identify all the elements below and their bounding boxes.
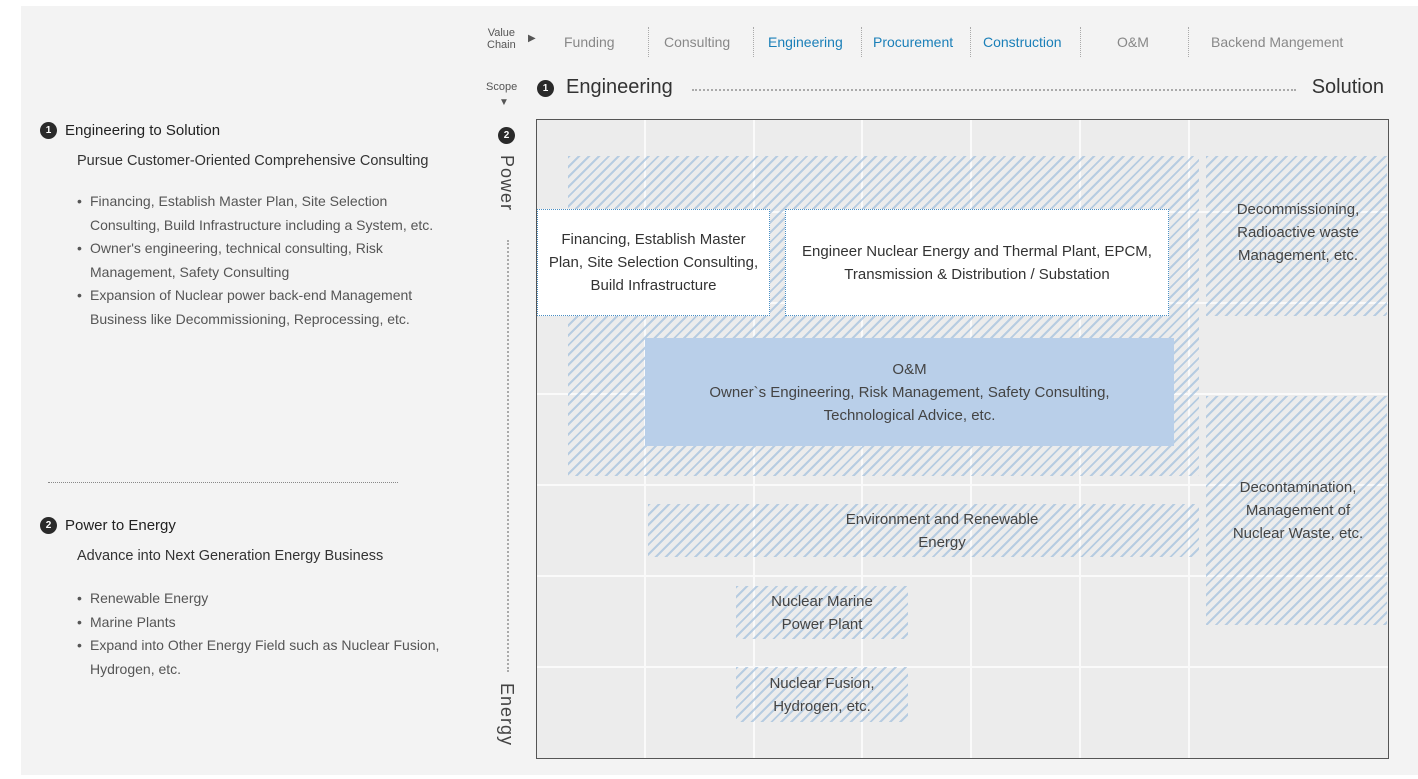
section1-title: Engineering to Solution	[65, 122, 221, 139]
value-chain-separator	[970, 27, 971, 57]
section2-header: 2 Power to Energy	[40, 517, 470, 534]
decommissioning-box: Decommissioning, Radioactive waste Manag…	[1213, 197, 1383, 267]
section2-title: Power to Energy	[65, 517, 176, 534]
section1-number-badge: 1	[40, 122, 57, 139]
value-chain-funding: Funding	[564, 34, 615, 50]
scope-number-badge: 1	[537, 80, 554, 97]
marine-box: Nuclear Marine Power Plant	[736, 587, 908, 639]
engineer-text: Engineer Nuclear Energy and Thermal Plan…	[802, 242, 1152, 283]
marine-text: Nuclear Marine Power Plant	[771, 593, 873, 633]
section-power-to-energy: 2 Power to Energy Advance into Next Gene…	[40, 517, 470, 681]
vertical-dotted-line	[507, 240, 509, 672]
fusion-text: Nuclear Fusion, Hydrogen, etc.	[769, 675, 875, 715]
down-triangle-icon: ▼	[499, 97, 509, 108]
hatched-region-decommissioning	[1206, 156, 1387, 316]
section-divider	[48, 482, 398, 483]
section2-number-badge: 2	[40, 517, 57, 534]
decontamination-box: Decontamination, Management of Nuclear W…	[1213, 455, 1383, 565]
section1-subtitle: Pursue Customer-Oriented Comprehensive C…	[77, 153, 429, 169]
hatched-region-marine	[736, 586, 908, 639]
value-chain-separator	[861, 27, 862, 57]
value-chain-om: O&M	[1117, 34, 1149, 50]
vertical-axis-number-badge: 2	[498, 127, 515, 144]
value-chain-label: Value Chain	[487, 27, 516, 51]
vertical-axis-end-label: Energy	[497, 683, 517, 747]
om-text: Owner`s Engineering, Risk Management, Sa…	[709, 383, 1110, 424]
business-matrix-grid: Financing, Establish Master Plan, Site S…	[536, 119, 1389, 759]
value-chain-procurement: Procurement	[873, 34, 954, 50]
hatched-region-decontamination	[1206, 396, 1387, 625]
value-chain-construction: Construction	[983, 34, 1062, 50]
section1-bullet-list: Financing, Establish Master Plan, Site S…	[77, 190, 470, 331]
financing-box: Financing, Establish Master Plan, Site S…	[537, 209, 770, 316]
om-box: O&M Owner`s Engineering, Risk Management…	[645, 338, 1174, 446]
environment-box: Environment and Renewable Energy	[837, 503, 1047, 559]
section2-subtitle: Advance into Next Generation Energy Busi…	[77, 548, 384, 564]
value-chain-separator	[1188, 27, 1189, 57]
financing-text: Financing, Establish Master Plan, Site S…	[548, 231, 759, 294]
vertical-axis-start-label: Power	[497, 155, 517, 212]
list-item: Financing, Establish Master Plan, Site S…	[77, 190, 457, 237]
grid-line-horizontal	[537, 575, 1388, 577]
value-chain-separator	[753, 27, 754, 57]
scope-start-label: Engineering	[566, 76, 673, 98]
scope-dotted-line	[692, 89, 1296, 91]
scope-label: Scope	[486, 81, 518, 93]
hatched-region-fusion	[736, 667, 908, 722]
value-chain-separator	[1080, 27, 1081, 57]
scope-end-label: Solution	[1311, 76, 1384, 98]
value-chain-backend-management: Backend Mangement	[1211, 34, 1344, 50]
section-engineering-to-solution: 1 Engineering to Solution Pursue Custome…	[40, 122, 470, 331]
grid-line-horizontal	[537, 484, 1388, 486]
decommissioning-text: Decommissioning, Radioactive waste Manag…	[1236, 200, 1360, 264]
list-item: Expand into Other Energy Field such as N…	[77, 634, 457, 681]
fusion-box: Nuclear Fusion, Hydrogen, etc.	[736, 668, 908, 722]
list-item: Owner's engineering, technical consultin…	[77, 237, 407, 284]
value-chain-label-line2: Chain	[487, 39, 516, 51]
value-chain-separator	[648, 27, 649, 57]
value-chain-engineering: Engineering	[768, 34, 843, 50]
value-chain-consulting: Consulting	[664, 34, 731, 50]
list-item: Expansion of Nuclear power back-end Mana…	[77, 284, 457, 331]
om-title: O&M	[892, 360, 927, 378]
hatched-region-environment	[648, 504, 1199, 557]
right-triangle-icon: ▶	[528, 33, 536, 44]
list-item: Marine Plants	[77, 611, 470, 635]
grid-line-horizontal	[537, 666, 1388, 668]
engineer-box: Engineer Nuclear Energy and Thermal Plan…	[785, 209, 1169, 316]
environment-text: Environment and Renewable Energy	[845, 511, 1039, 551]
section2-bullet-list: Renewable Energy Marine Plants Expand in…	[77, 587, 470, 681]
value-chain-label-line1: Value	[487, 27, 516, 39]
list-item: Renewable Energy	[77, 587, 470, 611]
section1-header: 1 Engineering to Solution	[40, 122, 470, 139]
decontamination-text: Decontamination, Management of Nuclear W…	[1232, 478, 1364, 542]
